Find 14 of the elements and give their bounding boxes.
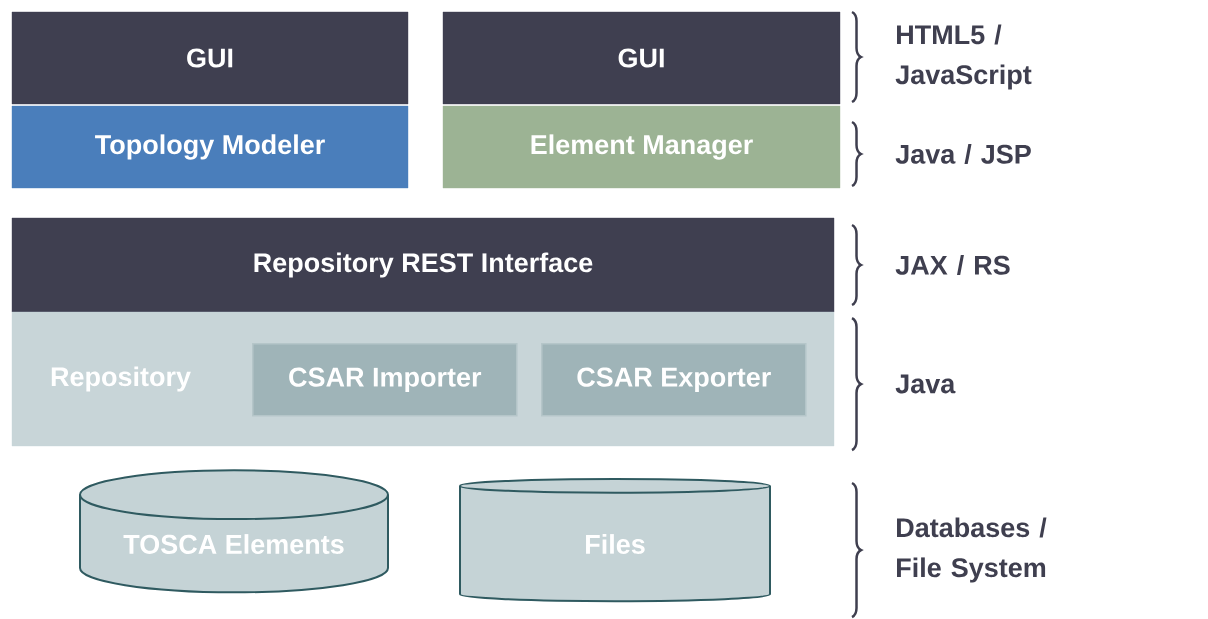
- layer-label: HTML5 / JavaScript: [895, 24, 1032, 90]
- component-box: CSAR Exporter: [541, 343, 807, 417]
- component-box: CSAR Importer: [252, 343, 518, 417]
- layer-label: Databases / File System: [897, 517, 1047, 583]
- layer-label: Java / JSP: [895, 143, 1031, 165]
- layer-box: GUI: [442, 11, 841, 105]
- database-cylinder: Files: [459, 478, 771, 603]
- layer-box: Repository REST Interface: [11, 217, 835, 313]
- layer-box: Topology Modeler: [11, 105, 409, 189]
- database-cylinder: TOSCA Elements: [79, 469, 389, 594]
- layer-box: GUI: [11, 11, 409, 105]
- layer-box: Element Manager: [442, 105, 841, 189]
- layer-label: JAX / RS: [895, 254, 1010, 276]
- layer-label: Java: [895, 374, 956, 394]
